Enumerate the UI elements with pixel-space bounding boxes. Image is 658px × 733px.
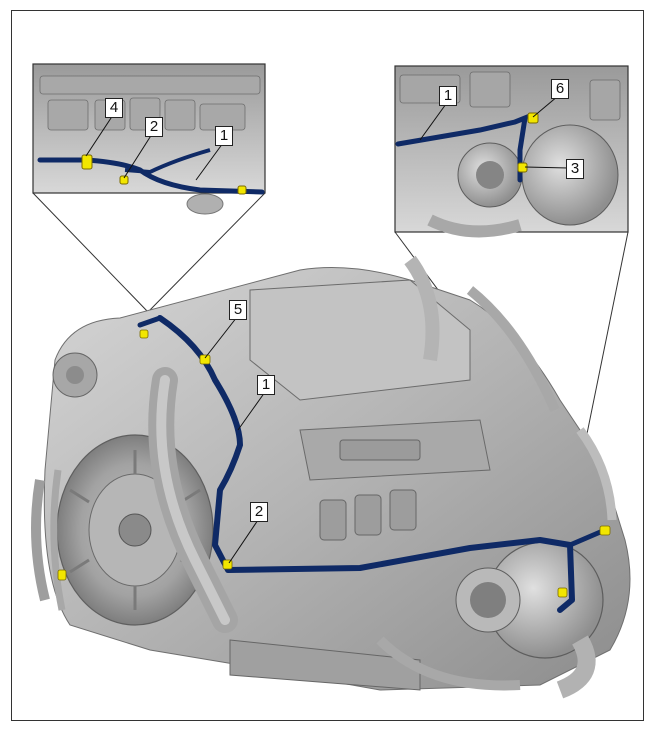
main-wiring-harness [137, 315, 608, 613]
connector-5 [199, 354, 211, 365]
detail-right [394, 65, 629, 238]
main-connectors [57, 329, 611, 598]
callout-1-left: 1 [215, 126, 233, 146]
callout-1-right: 1 [439, 86, 457, 106]
connector-2-detail [119, 175, 129, 185]
callout-2-main: 2 [250, 502, 268, 522]
callout-4: 4 [105, 98, 123, 118]
callout-leaders [85, 95, 569, 564]
callout-5: 5 [229, 300, 247, 320]
callout-6: 6 [551, 79, 569, 99]
callout-1-main: 1 [257, 375, 275, 395]
callout-3: 3 [566, 159, 584, 179]
connector-4 [81, 154, 93, 170]
engine-illustration [31, 255, 631, 699]
callout-2-left: 2 [145, 117, 163, 137]
